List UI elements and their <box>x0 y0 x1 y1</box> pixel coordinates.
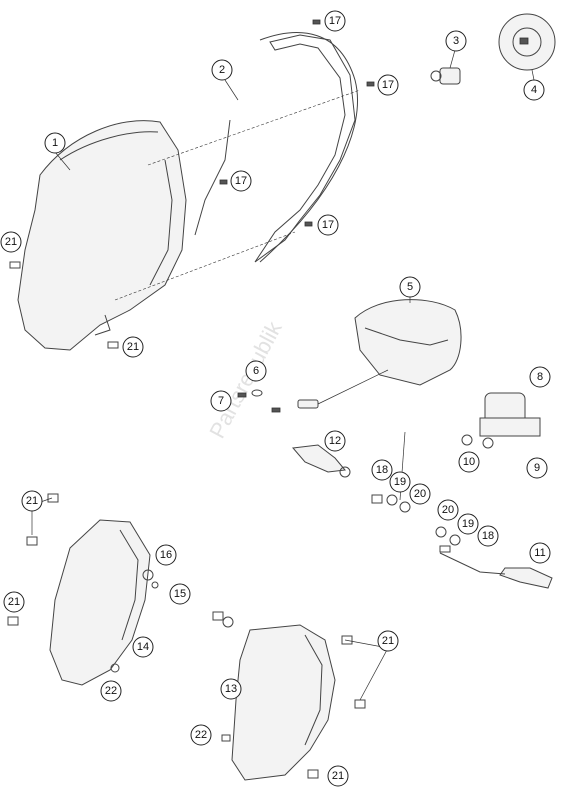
callout-20: 20 <box>409 483 431 505</box>
callout-16: 16 <box>155 544 177 566</box>
callout-21: 21 <box>3 591 25 613</box>
callout-13: 13 <box>220 678 242 700</box>
svg-text:17: 17 <box>382 79 394 91</box>
dust-cap <box>498 13 556 81</box>
callout-21: 21 <box>327 765 349 787</box>
callout-17: 17 <box>377 74 399 96</box>
callout-18: 18 <box>477 525 499 547</box>
clips <box>7 261 366 779</box>
svg-text:2: 2 <box>219 64 225 76</box>
svg-text:17: 17 <box>322 219 334 231</box>
callout-5: 5 <box>399 276 421 298</box>
part-callouts: 1 2 3 4 5 6 7 8 9 10 11 12 13 14 15 16 1… <box>0 10 551 787</box>
callout-22: 22 <box>100 680 122 702</box>
svg-text:20: 20 <box>414 488 426 500</box>
svg-text:9: 9 <box>534 462 540 474</box>
svg-text:22: 22 <box>195 729 207 741</box>
svg-text:3: 3 <box>453 35 459 47</box>
svg-text:20: 20 <box>442 504 454 516</box>
svg-text:21: 21 <box>8 596 20 608</box>
svg-text:19: 19 <box>394 476 406 488</box>
bulb <box>430 49 461 85</box>
svg-text:18: 18 <box>482 530 494 542</box>
headlight-frame <box>194 32 359 263</box>
svg-text:8: 8 <box>537 371 543 383</box>
side-panel-left <box>49 519 159 686</box>
svg-text:7: 7 <box>218 395 224 407</box>
callout-1: 1 <box>44 132 66 154</box>
callout-17: 17 <box>324 10 346 32</box>
hardware-set <box>371 494 461 553</box>
watermark: Partsrepublik <box>204 316 287 442</box>
callout-21: 21 <box>0 231 22 253</box>
svg-text:17: 17 <box>235 175 247 187</box>
callout-22: 22 <box>190 724 212 746</box>
callout-14: 14 <box>132 636 154 658</box>
callout-2: 2 <box>211 59 233 81</box>
callout-6: 6 <box>245 360 267 382</box>
callout-20: 20 <box>437 499 459 521</box>
svg-text:21: 21 <box>5 236 17 248</box>
callout-21: 21 <box>377 630 399 652</box>
svg-text:5: 5 <box>407 281 413 293</box>
svg-text:11: 11 <box>534 547 545 559</box>
svg-text:13: 13 <box>225 683 237 695</box>
headlight-mask <box>17 120 187 351</box>
svg-text:10: 10 <box>463 456 475 468</box>
svg-text:21: 21 <box>382 635 394 647</box>
svg-text:14: 14 <box>137 641 149 653</box>
svg-text:21: 21 <box>26 495 38 507</box>
screws-17 <box>219 19 375 227</box>
assembly-line <box>147 89 361 166</box>
callout-21: 21 <box>21 490 43 512</box>
svg-text:15: 15 <box>174 588 186 600</box>
screws-and-washers <box>237 369 389 413</box>
callout-12: 12 <box>324 430 346 452</box>
svg-text:1: 1 <box>52 137 58 149</box>
svg-text:21: 21 <box>332 770 344 782</box>
lamp-housing <box>354 297 462 386</box>
license-light <box>461 392 541 449</box>
turn-signal-rear <box>439 552 553 589</box>
svg-text:18: 18 <box>376 464 388 476</box>
svg-text:17: 17 <box>329 15 341 27</box>
callout-17: 17 <box>230 170 252 192</box>
assembly-line <box>114 231 296 301</box>
callout-18: 18 <box>371 459 393 481</box>
callout-19: 19 <box>457 513 479 535</box>
svg-text:6: 6 <box>253 365 259 377</box>
svg-text:16: 16 <box>160 549 172 561</box>
callout-15: 15 <box>169 583 191 605</box>
callout-19: 19 <box>389 471 411 493</box>
callout-11: 11 <box>529 542 551 564</box>
callout-9: 9 <box>526 457 548 479</box>
callout-17: 17 <box>317 214 339 236</box>
svg-text:19: 19 <box>462 518 474 530</box>
svg-text:22: 22 <box>105 685 117 697</box>
svg-text:21: 21 <box>127 341 139 353</box>
callout-3: 3 <box>445 30 467 52</box>
callout-7: 7 <box>210 390 232 412</box>
callout-4: 4 <box>523 79 545 101</box>
callout-21: 21 <box>122 336 144 358</box>
callout-10: 10 <box>458 451 480 473</box>
svg-text:12: 12 <box>329 435 341 447</box>
svg-text:4: 4 <box>531 84 537 96</box>
callout-8: 8 <box>529 366 551 388</box>
turn-signal-front <box>292 444 351 478</box>
